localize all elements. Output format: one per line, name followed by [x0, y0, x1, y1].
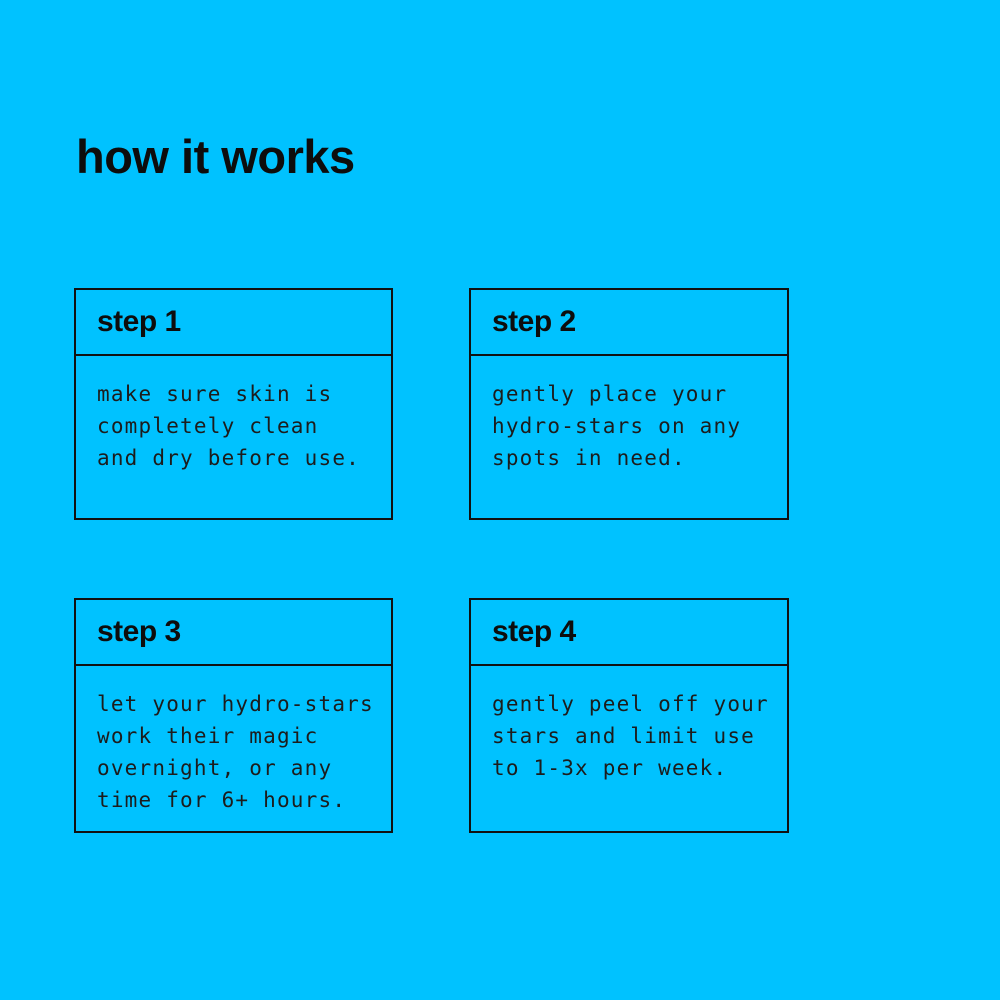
step-card-1: step 1 make sure skin is completely clea… [74, 288, 393, 520]
step-3-description: let your hydro-stars work their magic ov… [97, 692, 374, 812]
step-4-description: gently peel off your stars and limit use… [492, 692, 769, 780]
step-3-label: step 3 [97, 615, 181, 648]
step-card-3: step 3 let your hydro-stars work their m… [74, 598, 393, 833]
step-card-2-body: gently place your hydro-stars on any spo… [471, 356, 787, 474]
step-4-label: step 4 [492, 615, 576, 648]
step-card-1-body: make sure skin is completely clean and d… [76, 356, 391, 474]
step-card-2: step 2 gently place your hydro-stars on … [469, 288, 789, 520]
page-title: how it works [76, 130, 355, 184]
step-1-description: make sure skin is completely clean and d… [97, 382, 361, 470]
step-2-description: gently place your hydro-stars on any spo… [492, 382, 742, 470]
step-1-label: step 1 [97, 305, 181, 338]
step-2-label: step 2 [492, 305, 576, 338]
step-card-4: step 4 gently peel off your stars and li… [469, 598, 789, 833]
step-card-3-body: let your hydro-stars work their magic ov… [76, 666, 391, 816]
step-card-2-header: step 2 [471, 290, 787, 356]
step-card-3-header: step 3 [76, 600, 391, 666]
step-card-1-header: step 1 [76, 290, 391, 356]
step-card-4-body: gently peel off your stars and limit use… [471, 666, 787, 784]
step-card-4-header: step 4 [471, 600, 787, 666]
